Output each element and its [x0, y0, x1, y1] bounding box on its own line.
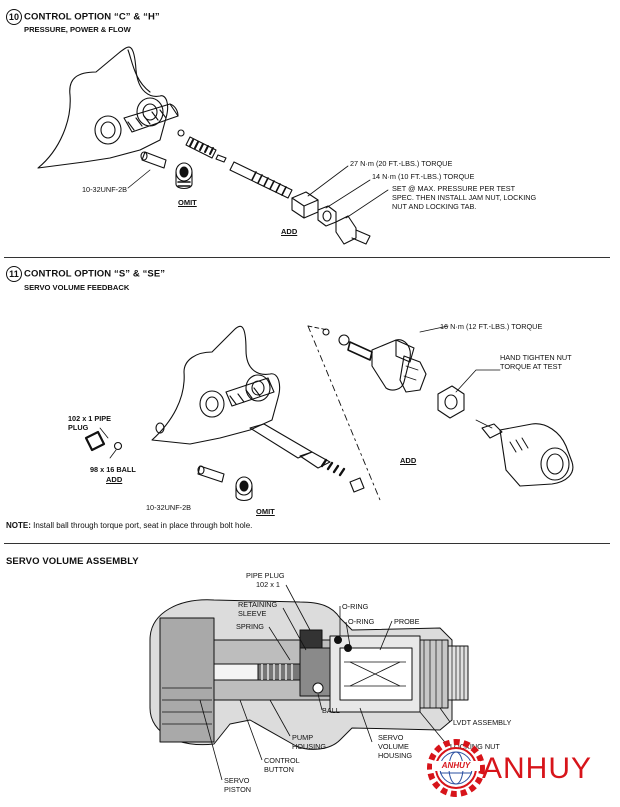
assembly-title: SERVO VOLUME ASSEMBLY [6, 556, 139, 567]
label-pump-housing-2: HOUSING [292, 742, 327, 751]
section-11-hand-tighten-2: TORQUE AT TEST [500, 362, 562, 371]
label-servo-volume-3: HOUSING [378, 751, 413, 760]
section-11-pipe-plug-1: 102 x 1 PIPE [68, 414, 112, 423]
section-10-add-label: ADD [281, 227, 298, 236]
section-10-thread-label: 10-32UNF-2B [82, 185, 128, 194]
section-11-title-text: CONTROL OPTION “S” & “SE” [24, 268, 166, 280]
label-spring: SPRING [236, 622, 264, 631]
section-11-number: 11 [6, 266, 22, 282]
label-servo-piston-2: PISTON [224, 785, 252, 794]
section-10-title-text: CONTROL OPTION “C” & “H” [24, 11, 160, 23]
section-10-pump-housing [37, 46, 179, 169]
section-divider-2 [4, 543, 610, 544]
section-11-pump-housing [151, 325, 281, 445]
label-servo-volume-1: SERVO [378, 733, 404, 742]
section-11-pipe-plug-2: PLUG [68, 423, 89, 432]
label-pipe-plug-1: PIPE PLUG [246, 571, 285, 580]
label-ball: BALL [322, 706, 340, 715]
section-11-ball-label: 98 x 16 BALL [90, 465, 136, 474]
section-10-adjuster-parts [140, 129, 371, 245]
section-10-number: 10 [6, 9, 22, 25]
section-divider-1 [4, 257, 610, 258]
brand-badge-text: ANHUY [432, 761, 480, 771]
label-lvdt-assembly: LVDT ASSEMBLY [453, 718, 512, 727]
section-10-torque-14: 14 N·m (10 FT.-LBS.) TORQUE [372, 172, 475, 181]
section-11-hand-tighten-1: HAND TIGHTEN NUT [500, 353, 572, 362]
brand-wordmark: ANHUY [482, 752, 593, 785]
label-retaining-2: SLEEVE [238, 609, 267, 618]
section-10-set-note-2: SPEC. THEN INSTALL JAM NUT, LOCKING [392, 193, 537, 202]
section-10-set-note-3: NUT AND LOCKING TAB. [392, 202, 477, 211]
section-11-subtitle: SERVO VOLUME FEEDBACK [24, 283, 130, 292]
section-11-torque-16: 16 N·m (12 FT.-LBS.) TORQUE [440, 322, 543, 331]
label-probe: PROBE [394, 617, 420, 626]
section-11-add-left: ADD [106, 475, 123, 484]
label-servo-piston-1: SERVO [224, 776, 250, 785]
section-11-add-right: ADD [400, 456, 417, 465]
label-retaining-1: RETAINING [238, 600, 278, 609]
section-11-probe-assembly [322, 328, 574, 487]
section-10-omit-label: OMIT [178, 198, 197, 207]
label-oring-1: O-RING [342, 602, 369, 611]
note-label: NOTE: [6, 521, 31, 530]
label-oring-2: O-RING [348, 617, 375, 626]
label-pipe-plug-2: 102 x 1 [256, 580, 280, 589]
section-10-set-note-1: SET @ MAX. PRESSURE PER TEST [392, 184, 516, 193]
section-10-subtitle: PRESSURE, POWER & FLOW [24, 25, 131, 34]
section-10-torque-27: 27 N·m (20 FT.-LBS.) TORQUE [350, 159, 453, 168]
label-control-button-1: CONTROL [264, 756, 300, 765]
label-pump-housing-1: PUMP [292, 733, 314, 742]
section-11-note: NOTE: Install ball through torque port, … [6, 521, 252, 530]
label-control-button-2: BUTTON [264, 765, 294, 774]
label-servo-volume-2: VOLUME [378, 742, 409, 751]
section-11-thread-label: 10-32UNF-2B [146, 503, 192, 512]
note-text: Install ball through torque port, seat i… [30, 521, 253, 530]
section-11-omit-label: OMIT [256, 507, 275, 516]
